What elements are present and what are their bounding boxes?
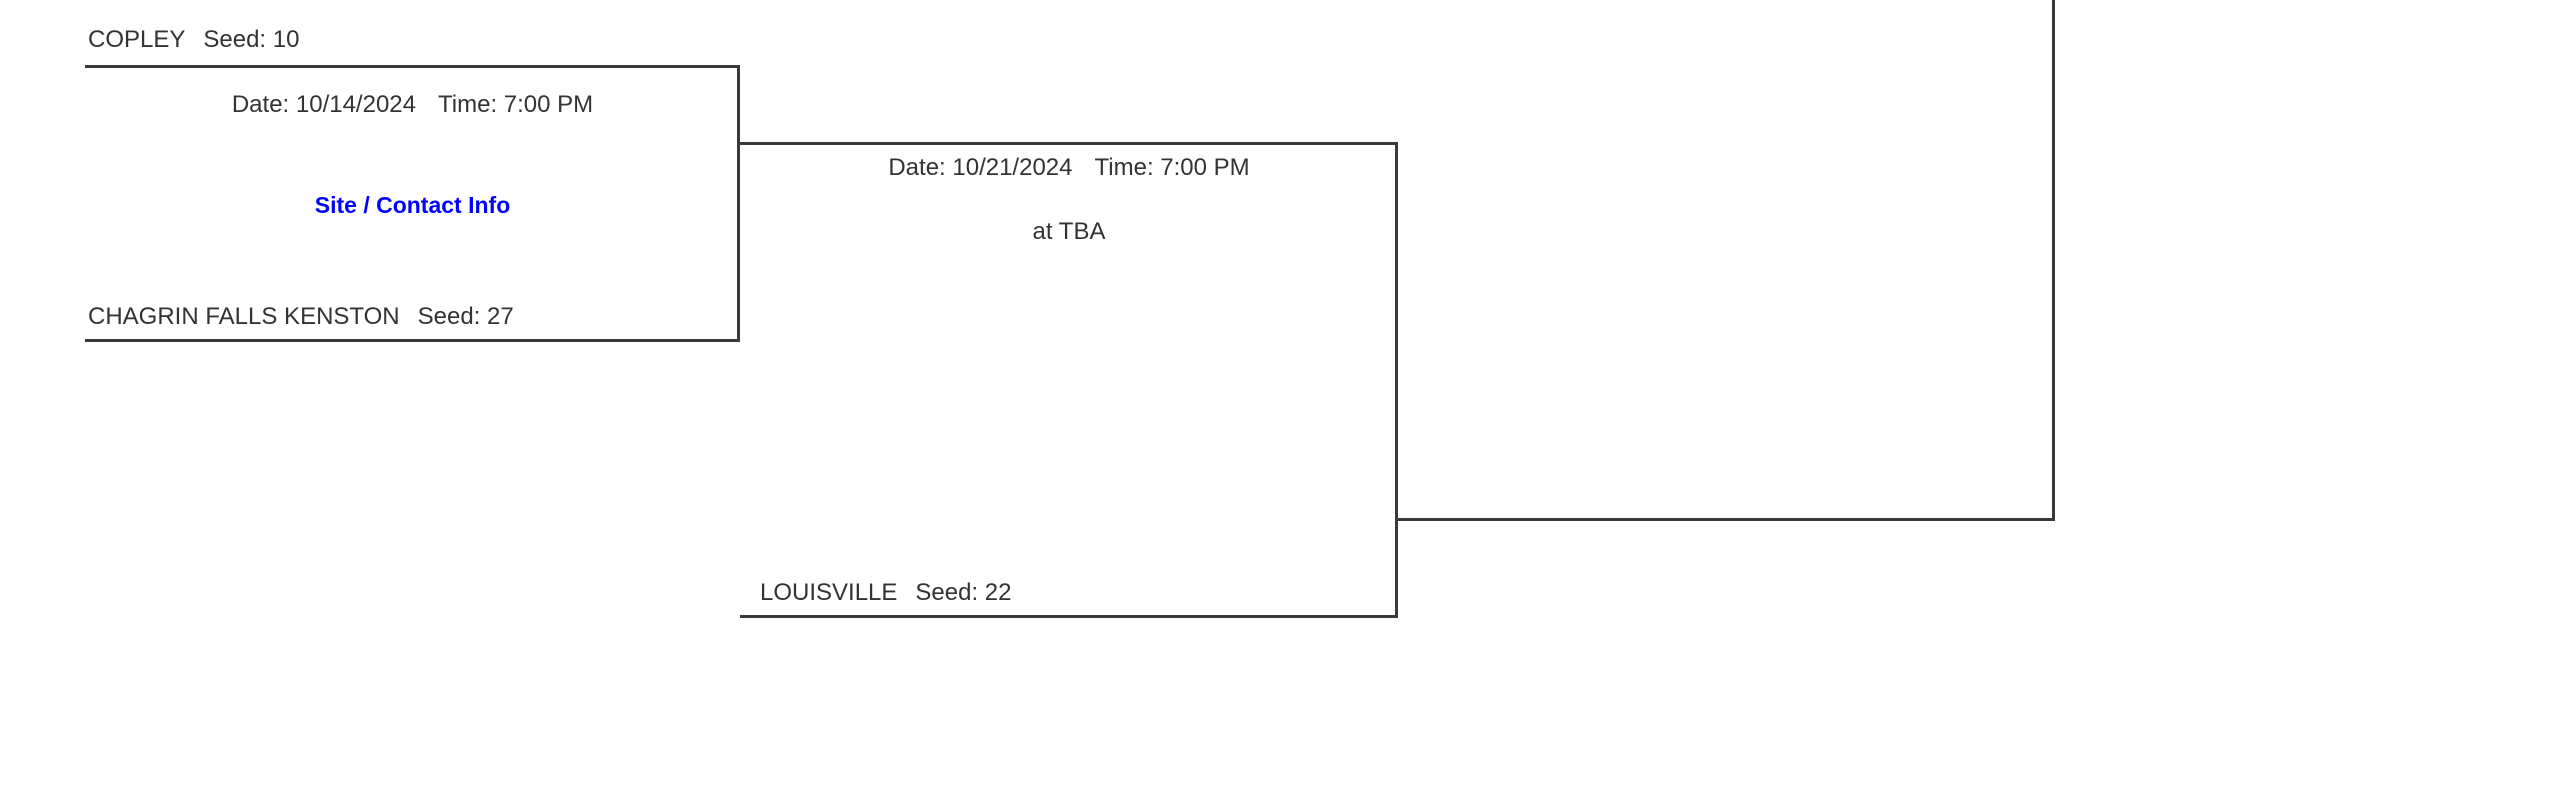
team-seed: Seed: 10 [203, 26, 300, 53]
game-date: Date: 10/14/2024 [231, 91, 416, 118]
team-seed: Seed: 27 [417, 303, 514, 330]
game-datetime-row: Date: 10/14/2024 Time: 7:00 PM [85, 93, 740, 117]
game-site-round2: at TBA [1032, 218, 1106, 245]
team-entry-chagrin-falls-kenston[interactable]: CHAGRIN FALLS KENSTON Seed: 27 [88, 305, 514, 329]
site-contact-info-link[interactable]: Site / Contact Info [314, 192, 511, 218]
game-time: Time: 7:00 PM [1094, 154, 1250, 181]
bracket-connector-round2 [740, 142, 1398, 618]
team-entry-copley[interactable]: COPLEY Seed: 10 [88, 28, 299, 52]
team-name: CHAGRIN FALLS KENSTON [88, 303, 400, 330]
team-name: COPLEY [88, 26, 186, 53]
game-datetime-row: Date: 10/21/2024 Time: 7:00 PM [740, 156, 1398, 180]
team-seed: Seed: 22 [915, 579, 1012, 606]
game-info-round2: Date: 10/21/2024 Time: 7:00 PM [740, 156, 1398, 180]
game-info-round1: Date: 10/14/2024 Time: 7:00 PM [85, 93, 740, 117]
team-name: LOUISVILLE [760, 579, 898, 606]
team-entry-louisville[interactable]: LOUISVILLE Seed: 22 [760, 581, 1012, 605]
bracket-connector-round1 [85, 65, 740, 342]
game-date: Date: 10/21/2024 [888, 154, 1073, 181]
game-time: Time: 7:00 PM [438, 91, 594, 118]
bracket-connector-round3 [1398, 0, 2055, 521]
